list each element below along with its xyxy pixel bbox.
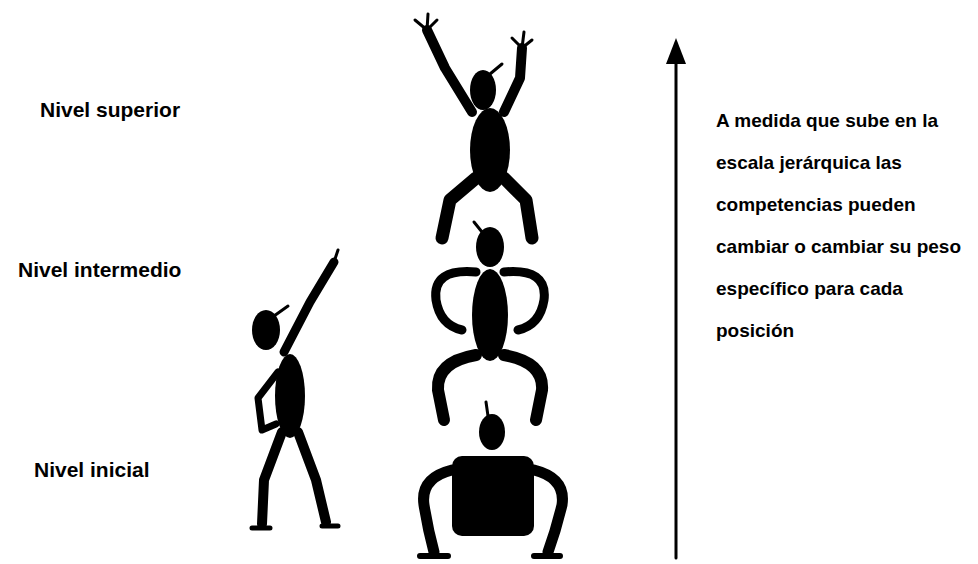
hierarchy-arrow [666,38,686,558]
pointing-figure [252,250,338,528]
level-label: Nivel superior [40,96,180,124]
bottom-figure [420,402,562,556]
top-figure [415,14,532,238]
middle-figure [436,222,545,420]
level-label: Nivel inicial [34,456,150,484]
level-label: Nivel intermedio [18,256,181,284]
note-text: A medida que sube en la escala jerárquic… [716,100,966,352]
